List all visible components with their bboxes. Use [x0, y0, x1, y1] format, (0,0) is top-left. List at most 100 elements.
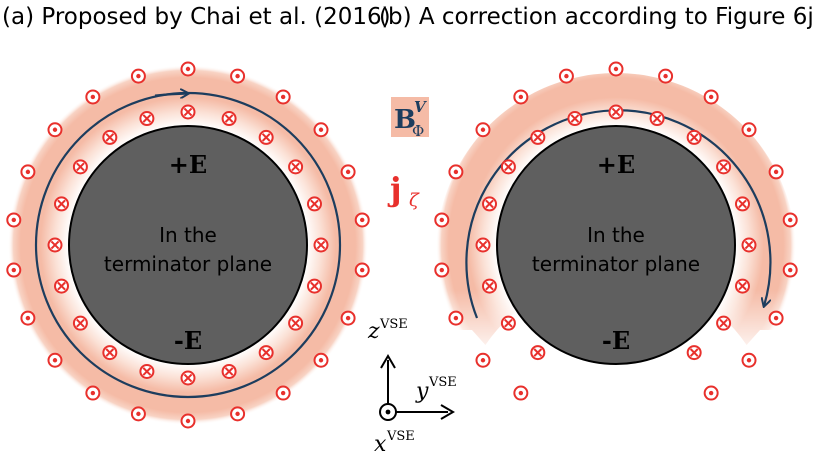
field-out-of-page-symbol [434, 262, 450, 278]
field-out-of-page-symbol [130, 406, 146, 422]
field-out-of-page-symbol [130, 68, 146, 84]
legend-b-superscript: V [414, 98, 427, 116]
panel-a-plus-e-label: +E [169, 150, 207, 179]
field-out-of-page-symbol [434, 212, 450, 228]
current-into-page-symbol [686, 345, 702, 361]
y-axis-arrowhead [440, 404, 455, 420]
current-into-page-symbol [102, 129, 118, 145]
field-out-of-page-symbol [180, 61, 196, 77]
current-into-page-symbol [288, 315, 304, 331]
field-out-of-page-symbol [703, 385, 719, 401]
x-axis-superscript: VSE [386, 429, 415, 444]
current-into-page-symbol [608, 104, 624, 120]
legend-j-subscript: ζ [409, 190, 420, 211]
current-into-page-symbol [139, 363, 155, 379]
current-into-page-symbol [180, 104, 196, 120]
current-into-page-symbol [482, 196, 498, 212]
field-out-of-page-symbol [475, 352, 491, 368]
field-out-of-page-symbol [313, 122, 329, 138]
panel-b-minus-e-label: -E [602, 326, 630, 355]
field-out-of-page-symbol [230, 68, 246, 84]
current-into-page-symbol [313, 237, 329, 253]
x-axis-label: x [374, 432, 387, 457]
field-out-of-page-symbol [313, 352, 329, 368]
panel-b-inward-current-symbols [475, 104, 757, 361]
z-axis-superscript: VSE [379, 317, 408, 332]
panel-b-title: (b) A correction according to Figure 6j [379, 4, 814, 30]
field-out-of-page-symbol [475, 122, 491, 138]
field-out-of-page-symbol [275, 89, 291, 105]
field-out-of-page-symbol [741, 122, 757, 138]
field-out-of-page-symbol [741, 352, 757, 368]
panel-a-loop-arrowhead [154, 94, 188, 96]
panel-a-inward-current-symbols [47, 104, 329, 386]
current-into-page-symbol [258, 129, 274, 145]
legend-b-swatch [391, 97, 429, 137]
panel-a-planet [68, 125, 308, 365]
x-axis-dot [385, 409, 391, 415]
field-out-of-page-symbol [448, 310, 464, 326]
field-out-of-page-symbol [354, 262, 370, 278]
field-out-of-page-symbol [20, 164, 36, 180]
field-out-of-page-symbol [85, 89, 101, 105]
field-out-of-page-symbol [703, 89, 719, 105]
legend-j-symbol: j [387, 170, 402, 208]
current-into-page-symbol [475, 237, 491, 253]
current-into-page-symbol [221, 111, 237, 127]
field-out-of-page-symbol [230, 406, 246, 422]
current-into-page-symbol [54, 278, 70, 294]
current-into-page-symbol [258, 345, 274, 361]
panel-b-center-line-2: terminator plane [532, 252, 700, 276]
field-out-of-page-symbol [513, 385, 529, 401]
panel-b: +E In the terminator plane -E [434, 61, 798, 401]
field-out-of-page-symbol [782, 262, 798, 278]
panel-a-minus-e-label: -E [174, 326, 202, 355]
current-into-page-symbol [288, 159, 304, 175]
legend: B V Φ j ζ [387, 97, 429, 211]
z-axis-label: z [367, 319, 380, 344]
current-into-page-symbol [47, 237, 63, 253]
field-out-of-page-symbol [448, 164, 464, 180]
current-into-page-symbol [72, 159, 88, 175]
current-into-page-symbol [500, 315, 516, 331]
field-out-of-page-symbol [340, 310, 356, 326]
coordinate-axes: z VSE y VSE x VSE [367, 317, 457, 457]
current-into-page-symbol [567, 111, 583, 127]
current-into-page-symbol [306, 196, 322, 212]
field-out-of-page-symbol [47, 122, 63, 138]
field-out-of-page-symbol [768, 310, 784, 326]
current-into-page-symbol [221, 363, 237, 379]
panel-b-planet [496, 125, 736, 365]
field-out-of-page-symbol [47, 352, 63, 368]
panel-a: +E In the terminator plane -E [6, 61, 370, 429]
current-into-page-symbol [686, 129, 702, 145]
y-axis-label: y [415, 379, 429, 404]
legend-b-subscript: Φ [412, 122, 424, 140]
y-axis-superscript: VSE [428, 375, 457, 390]
panel-a-outward-field-symbols [6, 61, 370, 429]
field-out-of-page-symbol [782, 212, 798, 228]
field-out-of-page-symbol [85, 385, 101, 401]
current-into-page-symbol [716, 159, 732, 175]
field-out-of-page-symbol [180, 413, 196, 429]
field-out-of-page-symbol [558, 68, 574, 84]
current-into-page-symbol [530, 129, 546, 145]
field-out-of-page-symbol [513, 89, 529, 105]
current-into-page-symbol [716, 315, 732, 331]
current-into-page-symbol [741, 237, 757, 253]
current-into-page-symbol [734, 196, 750, 212]
panel-a-title: (a) Proposed by Chai et al. (2016) [2, 4, 391, 30]
field-out-of-page-symbol [608, 61, 624, 77]
current-into-page-symbol [102, 345, 118, 361]
z-axis-arrowhead [380, 354, 396, 369]
field-out-of-page-symbol [354, 212, 370, 228]
current-into-page-symbol [180, 370, 196, 386]
current-into-page-symbol [649, 111, 665, 127]
current-into-page-symbol [139, 111, 155, 127]
current-into-page-symbol [306, 278, 322, 294]
current-into-page-symbol [482, 278, 498, 294]
field-out-of-page-symbol [658, 68, 674, 84]
panel-a-center-line-1: In the [159, 223, 217, 247]
field-out-of-page-symbol [6, 262, 22, 278]
legend-b-symbol: B [394, 105, 416, 135]
